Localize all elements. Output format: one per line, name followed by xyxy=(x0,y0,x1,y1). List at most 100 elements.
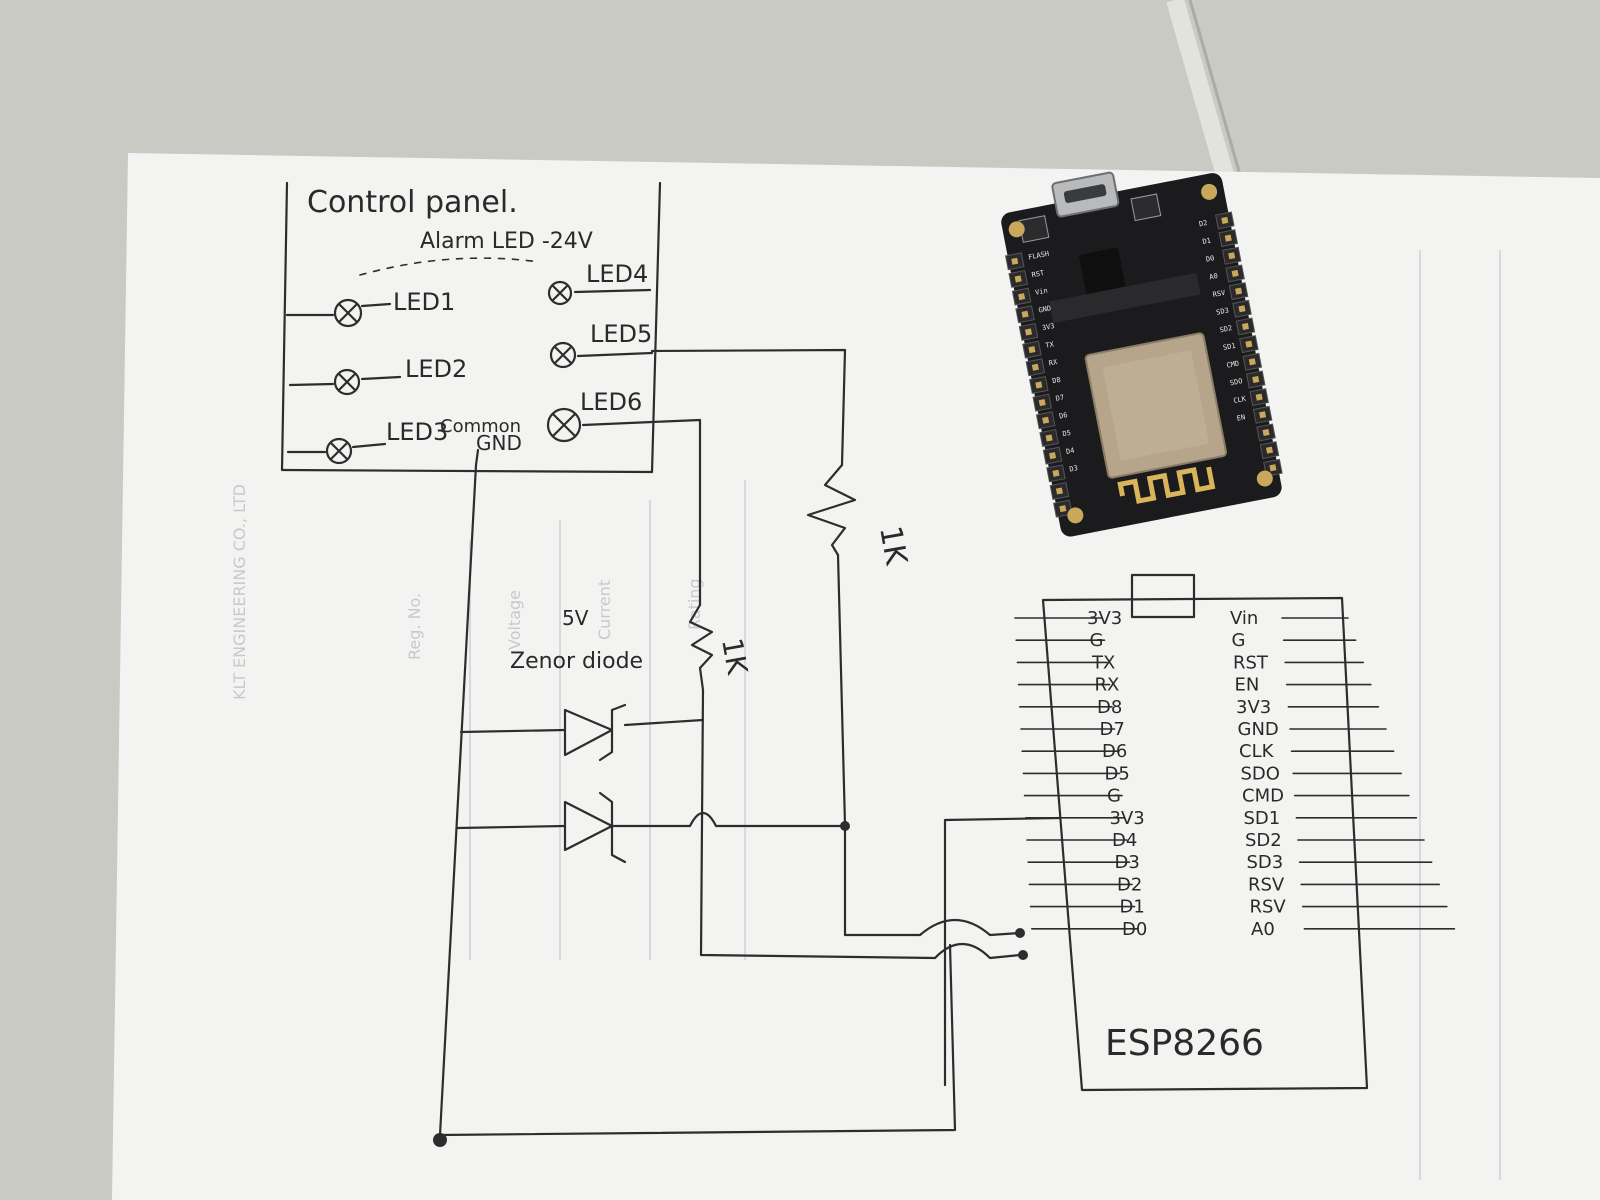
led5-label: LED5 xyxy=(590,320,652,348)
led1-label: LED1 xyxy=(393,288,455,316)
header-pin-pad xyxy=(1259,411,1267,419)
silkscreen-label: TX xyxy=(1045,340,1056,350)
silkscreen-label: SD1 xyxy=(1222,342,1236,352)
svg-text:KLT ENGINEERING CO., LTD: KLT ENGINEERING CO., LTD xyxy=(230,484,249,700)
header-pin-pad xyxy=(1055,487,1063,495)
silkscreen-label: SD3 xyxy=(1216,306,1230,316)
esp-right-pin-label: CMD xyxy=(1242,786,1284,807)
header-pin-pad xyxy=(1042,416,1050,424)
header-pin-pad xyxy=(1021,310,1029,318)
silkscreen-label: 3V3 xyxy=(1041,322,1055,332)
led4-label: LED4 xyxy=(586,260,648,288)
esp-left-pin-label: D2 xyxy=(1117,874,1142,895)
silkscreen-label: A0 xyxy=(1209,272,1219,281)
silkscreen-label: CLK xyxy=(1233,395,1248,405)
esp-left-pin-label: G xyxy=(1090,630,1104,651)
header-pins-right xyxy=(1215,211,1283,477)
esp-right-pin-label: RST xyxy=(1233,652,1269,673)
header-pin-pad xyxy=(1252,375,1260,383)
esp-right-pin-label: SD2 xyxy=(1245,830,1282,851)
silkscreen-label: D3 xyxy=(1069,464,1079,473)
silkscreen-label: EN xyxy=(1236,413,1246,422)
nodemcu-board-photo: FLASHRSTVinGND3V3TXRXD8D7D6D5D4D3D2D1D0A… xyxy=(1001,171,1283,537)
led2-lamp-icon xyxy=(288,368,402,396)
led2-label: LED2 xyxy=(405,355,467,383)
board-silkscreen: FLASHRSTVinGND3V3TXRXD8D7D6D5D4D3D2D1D0A… xyxy=(1028,219,1248,474)
esp-right-pin-label: EN xyxy=(1235,675,1260,696)
usb-uart-chip-icon xyxy=(1078,247,1126,295)
control-panel-box xyxy=(280,181,662,474)
esp-right-pin-label: A0 xyxy=(1251,919,1275,940)
bleed-through-print: KLT ENGINEERING CO., LTD Reg. No. Voltag… xyxy=(230,250,1501,1180)
header-pin-pad xyxy=(1038,399,1046,407)
silkscreen-label: D0 xyxy=(1205,254,1215,263)
header-pin-pad xyxy=(1265,446,1274,454)
silkscreen-label: RX xyxy=(1048,358,1059,368)
resistor-1-label: 1K xyxy=(872,523,913,569)
svg-text:Voltage: Voltage xyxy=(505,590,524,650)
silkscreen-label: FLASH xyxy=(1028,250,1050,262)
silkscreen-label: D2 xyxy=(1198,219,1208,228)
esp8266-pin-rows: 3V3GTXRXD8D7D6D5G3V3D4D3D2D1D0VinGRSTEN3… xyxy=(1014,608,1456,940)
silkscreen-label: SDO xyxy=(1229,377,1243,387)
header-pin-pad xyxy=(1045,434,1053,442)
header-pin-pad xyxy=(1235,287,1243,295)
control-panel-title: Control panel. xyxy=(307,185,518,220)
header-pin-pad xyxy=(1221,216,1229,224)
header-pin-pad xyxy=(1238,305,1246,313)
header-pin-pad xyxy=(1224,234,1232,242)
zener-name-label: Zenor diode xyxy=(510,649,643,674)
svg-text:Current: Current xyxy=(595,580,614,640)
header-pin-pad xyxy=(1024,328,1033,336)
header-pin-pad xyxy=(1262,428,1270,436)
header-pin-pad xyxy=(1028,346,1036,354)
led6-lamp-icon xyxy=(546,407,654,443)
led3-label: LED3 xyxy=(386,418,448,446)
header-pin-pad xyxy=(1018,293,1026,301)
esp-left-pin-label: D4 xyxy=(1112,830,1137,851)
header-pin-pad xyxy=(1059,505,1067,513)
svg-text:Reg. No.: Reg. No. xyxy=(405,593,424,660)
silkscreen-label: SD2 xyxy=(1219,324,1233,334)
led5-lamp-icon xyxy=(549,341,654,369)
desk-edge xyxy=(1166,0,1234,178)
smd-component-row xyxy=(1049,272,1201,324)
esp-right-pin-label: GND xyxy=(1238,719,1279,740)
esp-right-pin-label: RSV xyxy=(1248,874,1285,895)
header-pin-pad xyxy=(1255,393,1263,401)
esp-right-pin-label: SD1 xyxy=(1244,808,1281,829)
led1-lamp-icon xyxy=(285,298,392,328)
esp-left-pin-label: RX xyxy=(1095,675,1120,696)
header-pin-pad xyxy=(1052,469,1060,477)
pcb-antenna-icon xyxy=(1117,466,1216,504)
resistor-2-label: 1K xyxy=(715,635,754,677)
esp-left-pin-label: 3V3 xyxy=(1110,808,1145,829)
silkscreen-label: D7 xyxy=(1055,393,1065,402)
silkscreen-label: D6 xyxy=(1058,411,1068,420)
header-pins-left xyxy=(1004,252,1073,518)
header-pin-pad xyxy=(1011,257,1019,265)
header-pin-pad xyxy=(1245,340,1253,348)
header-pin-pad xyxy=(1049,452,1057,460)
silkscreen-label: Vin xyxy=(1034,287,1048,297)
esp-right-pin-label: RSV xyxy=(1250,897,1287,918)
esp8266-label: ESP8266 xyxy=(1105,1023,1264,1064)
silkscreen-label: RSV xyxy=(1212,289,1227,299)
esp-left-pin-label: D7 xyxy=(1100,719,1125,740)
header-pin-pad xyxy=(1031,363,1039,371)
alarm-group-bracket xyxy=(359,257,541,276)
esp-left-pin-label: D1 xyxy=(1120,897,1145,918)
esp-right-pin-label: Vin xyxy=(1230,608,1258,629)
esp-left-pin-label: D3 xyxy=(1115,852,1140,873)
rst-button-icon xyxy=(1130,193,1162,222)
led3-lamp-icon xyxy=(286,437,387,465)
esp8266-outline xyxy=(1041,573,1369,1092)
esp-right-pin-label: SD3 xyxy=(1247,852,1284,873)
header-pin-pad xyxy=(1269,464,1277,472)
esp-right-pin-label: 3V3 xyxy=(1236,697,1271,718)
silkscreen-label: D8 xyxy=(1052,376,1062,385)
silkscreen-label: GND xyxy=(1038,304,1052,314)
esp-left-pin-label: D6 xyxy=(1102,741,1127,762)
esp-right-pin-label: G xyxy=(1232,630,1246,651)
